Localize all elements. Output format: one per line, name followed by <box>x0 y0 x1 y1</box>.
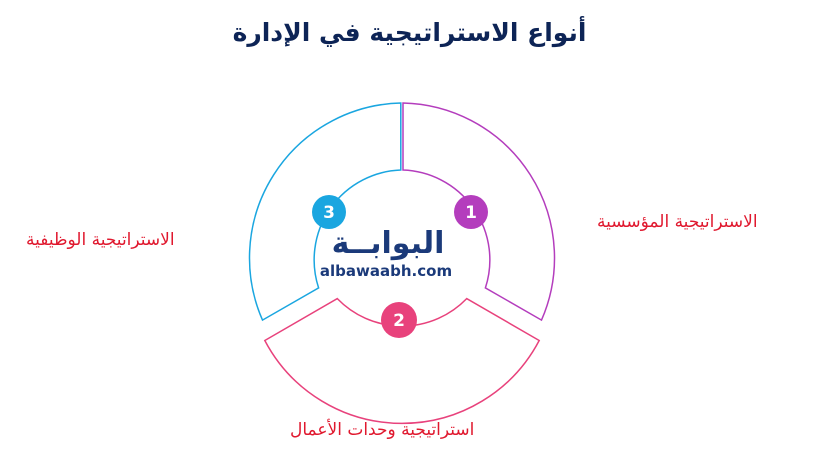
label-functional-strategy: الاستراتيجية الوظيفية <box>26 230 175 250</box>
logo-arabic-text: البوابــة <box>332 226 445 261</box>
badge-2-number: 2 <box>393 311 405 331</box>
page-title: أنواع الاستراتيجية في الإدارة <box>232 18 587 47</box>
badge-3: 3 <box>312 195 346 229</box>
badge-3-number: 3 <box>323 203 335 223</box>
label-corporate-strategy: الاستراتيجية المؤسسية <box>597 212 758 232</box>
albawaba-logo: البوابــة albawaabh.com <box>320 226 452 280</box>
badge-1: 1 <box>454 195 488 229</box>
logo-latin-text: albawaabh.com <box>320 262 452 280</box>
label-business-unit-strategy: استراتيجية وحدات الأعمال <box>290 420 475 440</box>
badge-1-number: 1 <box>465 203 477 223</box>
badge-2: 2 <box>381 302 417 338</box>
